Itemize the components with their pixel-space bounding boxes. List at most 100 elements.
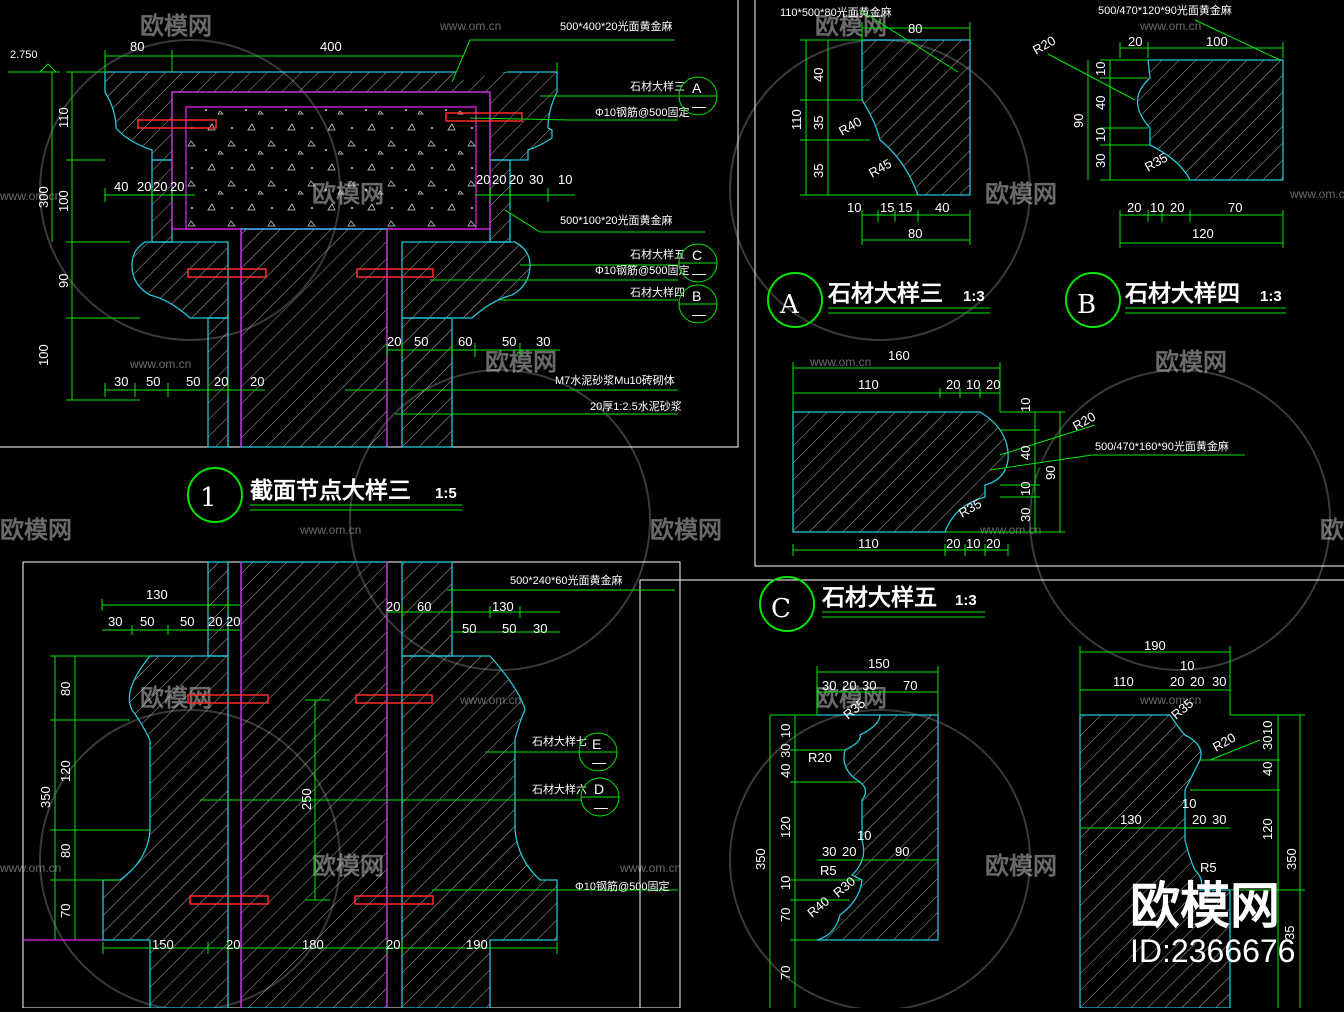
watermark-url: www.om.cn	[1289, 187, 1344, 201]
dim-text: 20	[387, 334, 401, 349]
dim-text: 60	[458, 334, 472, 349]
dim-text: 30	[1093, 154, 1108, 168]
dim-text: 50	[140, 614, 154, 629]
dim-text: 120	[58, 760, 73, 782]
dim-text: R5	[1200, 860, 1217, 875]
note-text: 石材大样四	[630, 285, 685, 299]
tag-b-label: B	[692, 288, 701, 304]
dim-text: R5	[820, 863, 837, 878]
watermark-text: 欧模网	[985, 180, 1057, 208]
dim-text: 350	[753, 848, 768, 870]
watermark-url: www.om.cn	[619, 861, 681, 875]
dim-text: R20	[808, 750, 832, 765]
watermark-url: www.om.cn	[129, 357, 191, 371]
dim-text: 20	[986, 377, 1000, 392]
watermark-url: www.om.cn	[1139, 693, 1201, 707]
dim-text: 250	[299, 788, 314, 810]
note-text: 500/470*120*90光面黄金麻	[1098, 3, 1232, 17]
dim-text: 130	[1120, 812, 1142, 827]
watermark-url: www.om.cn	[979, 523, 1041, 537]
dim-text: 20	[476, 172, 490, 187]
detail-b-title: 石材大样四	[1124, 280, 1240, 306]
dim-text: 130	[146, 587, 168, 602]
dim-text: 190	[466, 937, 488, 952]
note-text: 500*240*60光面黄金麻	[510, 573, 623, 587]
dim-text: 400	[320, 39, 342, 54]
watermark-url: www.om.cn	[809, 355, 871, 369]
detail-number: 1	[200, 483, 217, 513]
detail-e-stone7: 190 110 10 20 20 30 R35 R20 10 30 40 130…	[1079, 638, 1305, 1009]
dim-text: 70	[778, 908, 793, 922]
dim-text: 50	[186, 374, 200, 389]
dim-text: 20	[1192, 812, 1206, 827]
detail-a-tag: A	[779, 290, 800, 320]
dim-text: 50	[180, 614, 194, 629]
tag-a-label: A	[692, 80, 702, 96]
dim-text: 30	[822, 844, 836, 859]
dim-text: 80	[130, 39, 144, 54]
detail-number-circle	[187, 467, 243, 523]
dim-text: 40	[1260, 762, 1275, 776]
dim-text: 30	[114, 374, 128, 389]
dim-text: 120	[1192, 226, 1214, 241]
note-text: Φ10钢筋@500固定	[575, 879, 670, 893]
brand-watermark: 欧模网 ID:2366676	[1130, 877, 1295, 969]
dim-text: 350	[1284, 848, 1299, 870]
dim-text: 20	[1170, 200, 1184, 215]
dim-text: 20	[1127, 200, 1141, 215]
detail-scale: 1:5	[435, 485, 457, 502]
brand-id: ID:2366676	[1130, 933, 1295, 969]
dim-text: 30	[1212, 812, 1226, 827]
tag-d-label: D	[594, 781, 604, 797]
dim-text: 20	[153, 179, 167, 194]
dim-text: 70	[1228, 200, 1242, 215]
dim-text: 10	[1180, 658, 1194, 673]
detail-a-title: 石材大样三	[827, 280, 943, 306]
dim-text: 50	[146, 374, 160, 389]
dim-text: R40	[836, 114, 864, 139]
dim-text: 20	[226, 937, 240, 952]
dim-text: 20	[137, 179, 151, 194]
dim-text: 10	[558, 172, 572, 187]
detail-c-scale: 1:3	[955, 592, 977, 609]
dim-text: 40	[1093, 96, 1108, 110]
note-text: 500*100*20光面黄金麻	[560, 213, 673, 227]
dim-text: 50	[462, 621, 476, 636]
watermark-text: 欧模网	[140, 12, 212, 40]
watermark-text: 欧模网	[485, 348, 557, 376]
tag-dash: —	[692, 98, 706, 114]
watermark-url: www.om.cn	[439, 19, 501, 33]
dim-text: 160	[888, 348, 910, 363]
dim-text: 20	[250, 374, 264, 389]
dim-text: 10	[1018, 482, 1033, 496]
dim-text: 35	[811, 116, 826, 130]
dim-text: 30	[536, 334, 550, 349]
dim-text: 20	[1128, 34, 1142, 49]
dim-text: 20	[946, 536, 960, 551]
dim-text: 70	[58, 904, 73, 918]
dim-text: 10	[847, 200, 861, 215]
detail-a-scale: 1:3	[963, 288, 985, 305]
dim-text: 90	[895, 844, 909, 859]
dim-text: 40	[114, 179, 128, 194]
detail-c-title: 石材大样五	[821, 584, 937, 610]
detail-a-stone3: 80 110*500*80光面黄金麻 40 110 35 35 R40 R45 …	[767, 5, 990, 328]
dim-text: 100	[1206, 34, 1228, 49]
dim-text: 20	[1170, 674, 1184, 689]
tag-c-label: C	[692, 247, 702, 263]
dim-text: 30	[1212, 674, 1226, 689]
watermark-text: 欧模网	[815, 12, 887, 40]
dim-text: 40	[1018, 446, 1033, 460]
watermark-url: www.om.cn	[299, 523, 361, 537]
dim-text: 90	[56, 274, 71, 288]
dim-text: 20	[1190, 674, 1204, 689]
note-text: 石材大样五	[630, 247, 685, 261]
watermark-text: 欧模网	[1155, 348, 1227, 376]
dim-text: 20	[214, 374, 228, 389]
dim-text: 300	[36, 186, 51, 208]
dim-text: 20	[208, 614, 222, 629]
dim-text: 80	[908, 226, 922, 241]
tag-dash: —	[692, 265, 706, 281]
dim-text: 20	[170, 179, 184, 194]
